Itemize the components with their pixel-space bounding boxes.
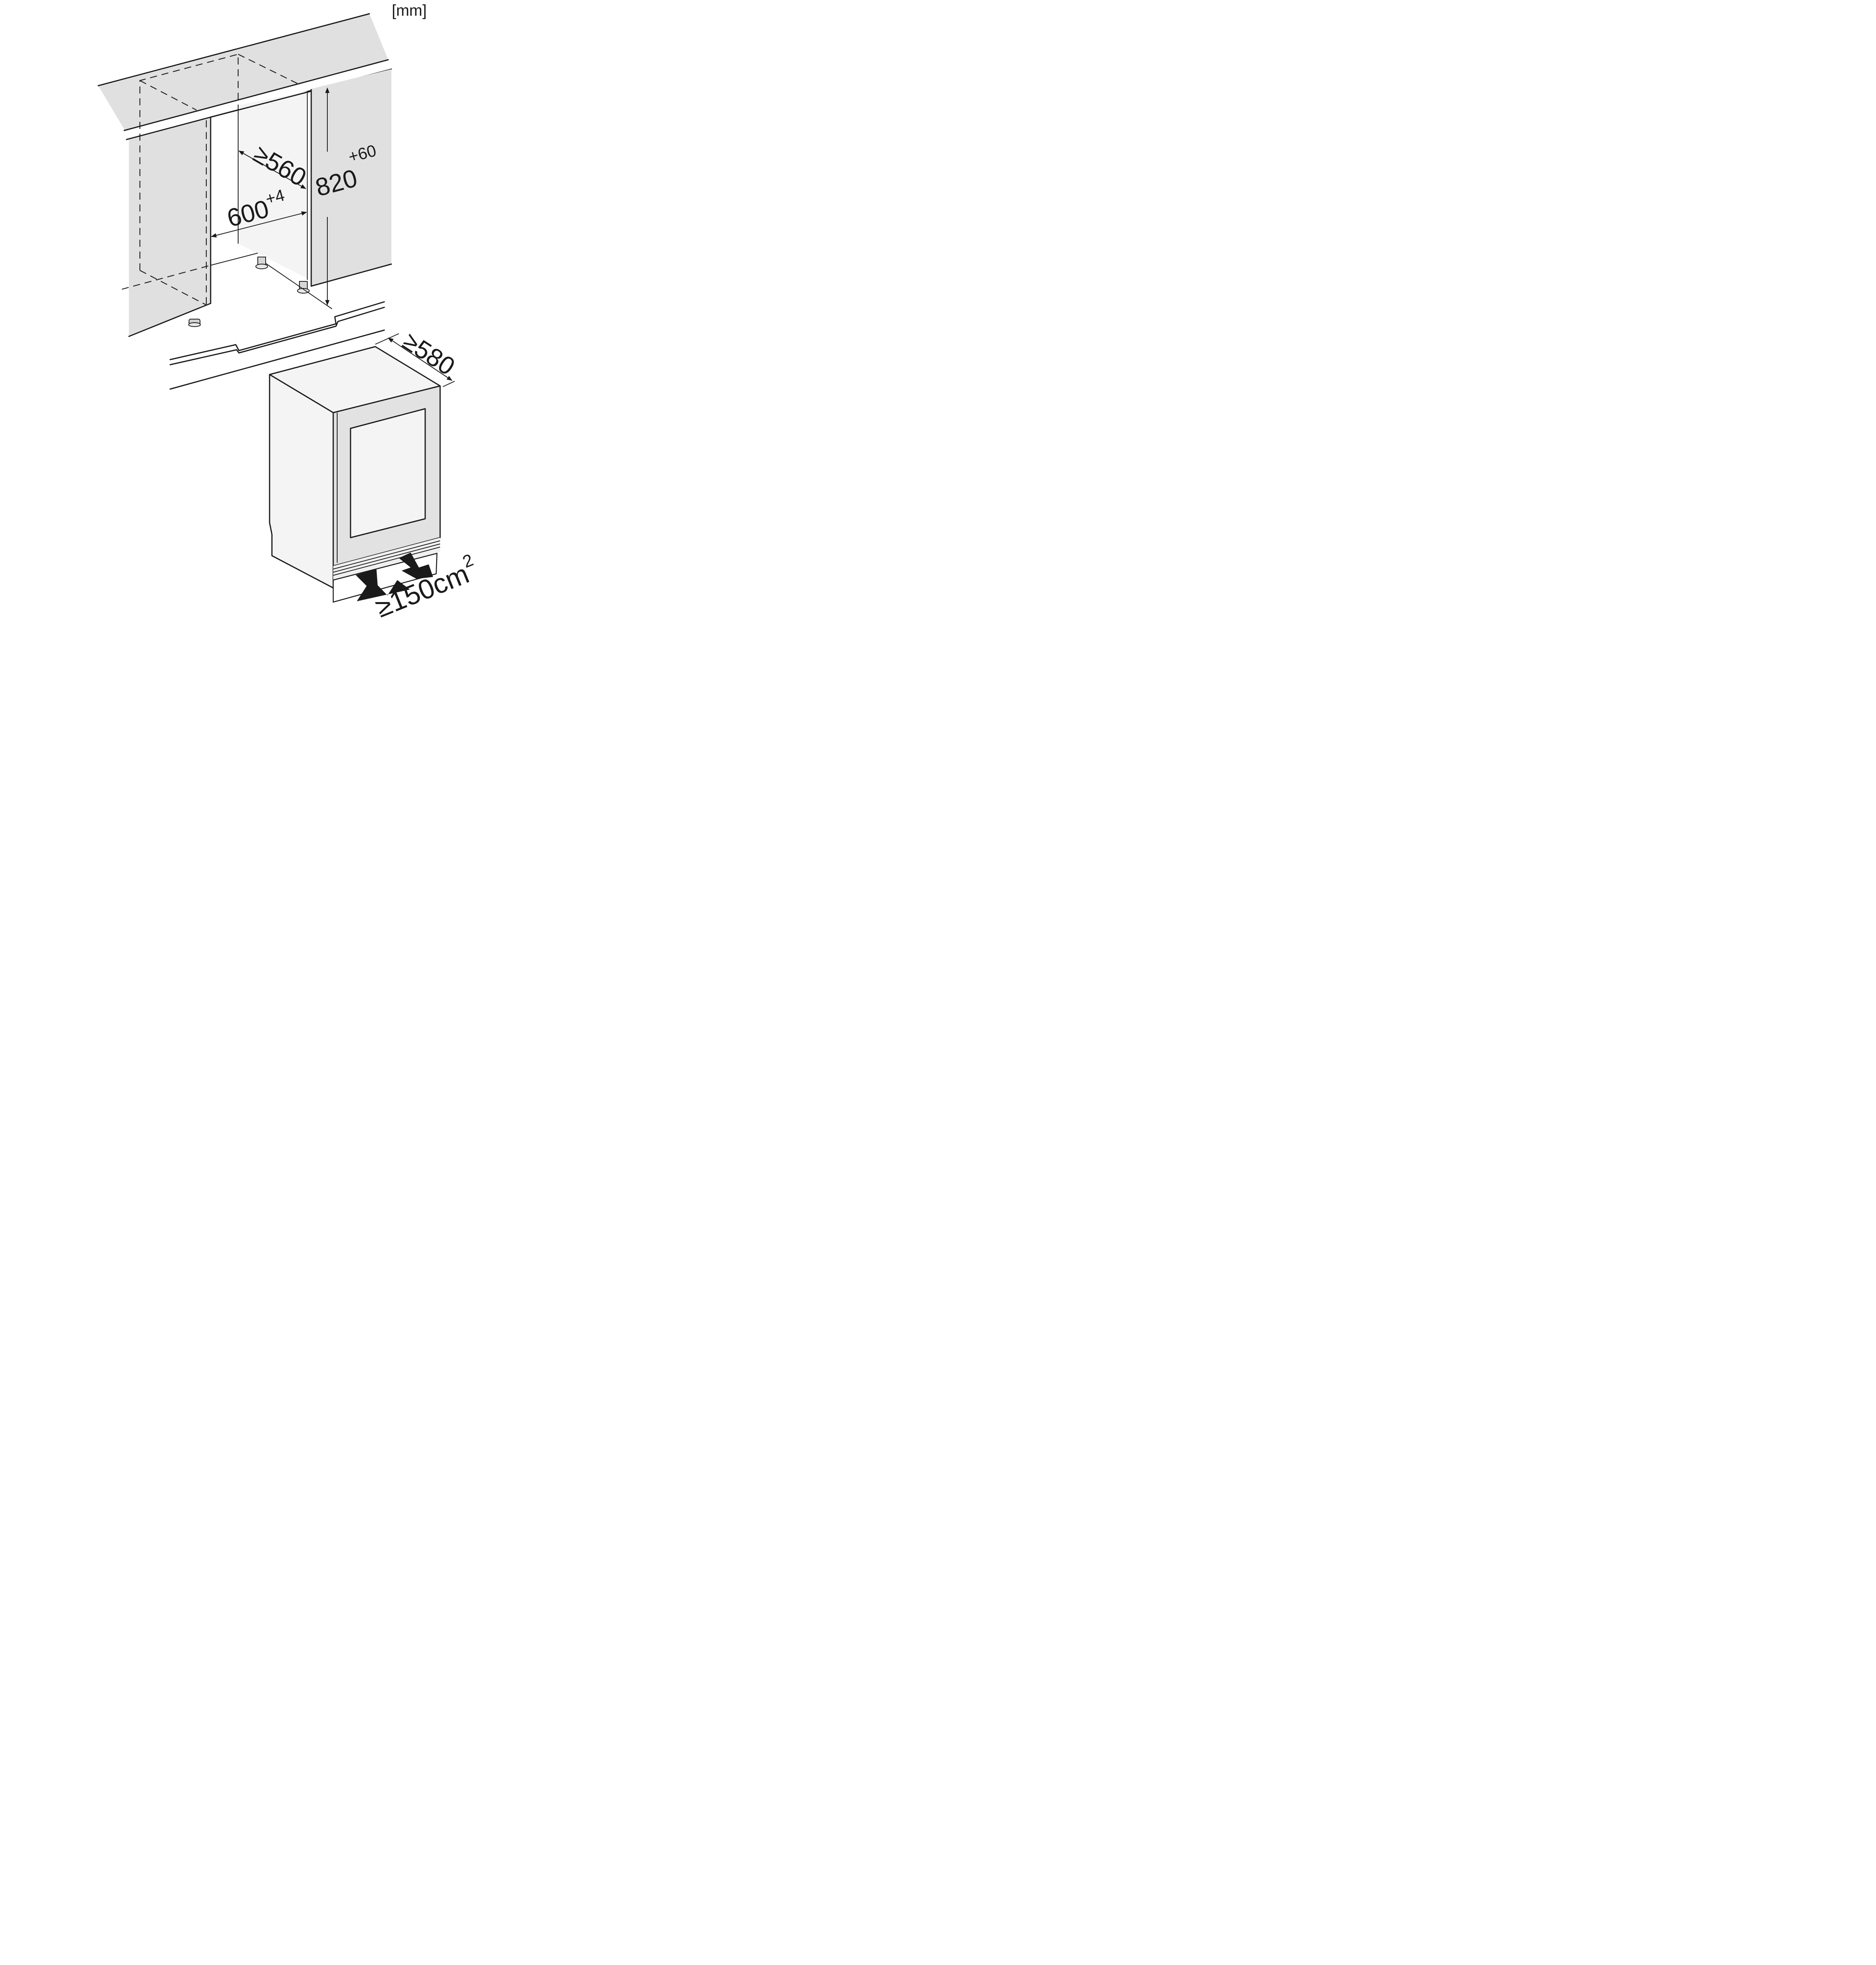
air-exhaust-arrow-icon (399, 553, 433, 579)
installation-diagram: ≥560 600+4 820+60 (0, 0, 577, 619)
left-cabinet (128, 117, 211, 337)
plinth-profile (169, 301, 385, 390)
svg-text:600+4: 600+4 (223, 185, 290, 232)
ventilation-arrows (356, 553, 433, 601)
dimension-niche-width: 600+4 (211, 185, 307, 238)
appliance (269, 346, 441, 603)
air-intake-arrow-icon (356, 569, 410, 601)
unit-label: [mm] (392, 2, 427, 19)
hidden-cabinet-outline (121, 53, 299, 307)
